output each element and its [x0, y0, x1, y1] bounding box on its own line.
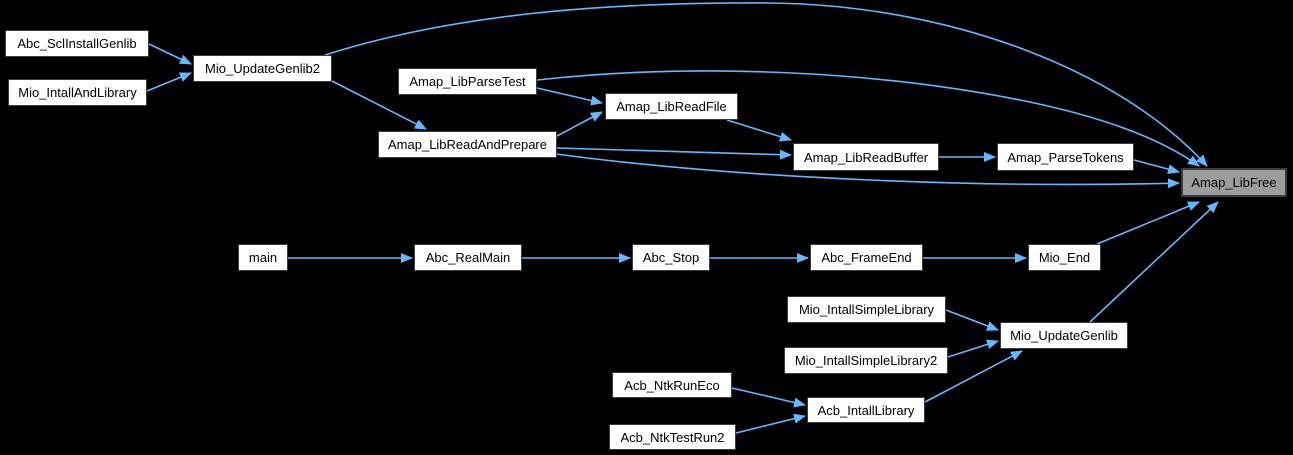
node-amap-libreadfile[interactable]: Amap_LibReadFile	[605, 93, 738, 120]
node-mio-intallsimplelibrary[interactable]: Mio_IntallSimpleLibrary	[787, 296, 946, 323]
call-edge-mio_updategenlib-to-amap_libfree	[1089, 201, 1219, 323]
node-mio-end[interactable]: Mio_End	[1028, 244, 1101, 271]
call-edge-mio_updategenlib2-to-amap_libfree	[324, 2, 1208, 167]
node-acb-ntkruneco[interactable]: Acb_NtkRunEco	[612, 372, 732, 398]
node-amap-libfree: Amap_LibFree	[1181, 168, 1287, 197]
call-edge-amap_libparsetest-to-amap_libfree	[536, 70, 1200, 167]
node-amap-libreadbuffer[interactable]: Amap_LibReadBuffer	[793, 143, 939, 171]
node-mio-updategenlib[interactable]: Mio_UpdateGenlib	[1000, 322, 1128, 349]
call-edge-abc_sclinstallgenlib-to-mio_updategenlib2	[148, 43, 192, 65]
node-abc-frameend[interactable]: Abc_FrameEnd	[810, 244, 923, 271]
call-edge-mio_updategenlib2-to-amap_libreadandprepare	[331, 80, 427, 130]
node-acb-intalllibrary[interactable]: Acb_IntallLibrary	[807, 397, 925, 423]
call-edge-mio_intallsimplelibrary2-to-mio_updategenlib	[947, 339, 999, 358]
node-amap-libreadandprepare[interactable]: Amap_LibReadAndPrepare	[378, 131, 557, 158]
node-amap-parsetokens[interactable]: Amap_ParseTokens	[997, 143, 1134, 171]
call-edge-acb_intalllibrary-to-mio_updategenlib	[924, 350, 1023, 403]
node-mio-intallandlibrary[interactable]: Mio_IntallAndLibrary	[8, 79, 147, 106]
call-edge-amap_parsetokens-to-amap_libfree	[1133, 159, 1180, 174]
node-mio-updategenlib2[interactable]: Mio_UpdateGenlib2	[193, 55, 332, 82]
call-edge-amap_libreadandprepare-to-amap_libreadfile	[556, 111, 603, 137]
call-edge-mio_intallsimplelibrary-to-mio_updategenlib	[945, 309, 999, 331]
node-mio-intallsimplelibrary2[interactable]: Mio_IntallSimpleLibrary2	[784, 347, 948, 374]
call-edge-acb_ntkruneco-to-acb_intalllibrary	[731, 387, 806, 408]
call-edge-amap_libparsetest-to-amap_libreadfile	[536, 87, 603, 106]
call-edge-amap_libreadandprepare-to-amap_libreadbuffer	[556, 147, 792, 160]
call-edge-mio_end-to-amap_libfree	[1096, 201, 1200, 245]
node-abc-realmain[interactable]: Abc_RealMain	[414, 244, 522, 271]
call-edge-amap_libreadfile-to-amap_libreadbuffer	[726, 119, 792, 142]
node-main[interactable]: main	[238, 244, 288, 271]
call-edge-amap_libreadandprepare-to-amap_libfree	[555, 153, 1180, 189]
node-abc-sclinstallgenlib[interactable]: Abc_SclInstallGenlib	[5, 30, 149, 57]
node-abc-stop[interactable]: Abc_Stop	[632, 244, 710, 271]
call-edge-mio_intallandlibrary-to-mio_updategenlib2	[146, 72, 192, 92]
node-acb-ntktestrun2[interactable]: Acb_NtkTestRun2	[609, 424, 736, 450]
node-amap-libparsetest[interactable]: Amap_LibParseTest	[398, 68, 537, 95]
call-edge-acb_ntktestrun2-to-acb_intalllibrary	[735, 413, 806, 434]
